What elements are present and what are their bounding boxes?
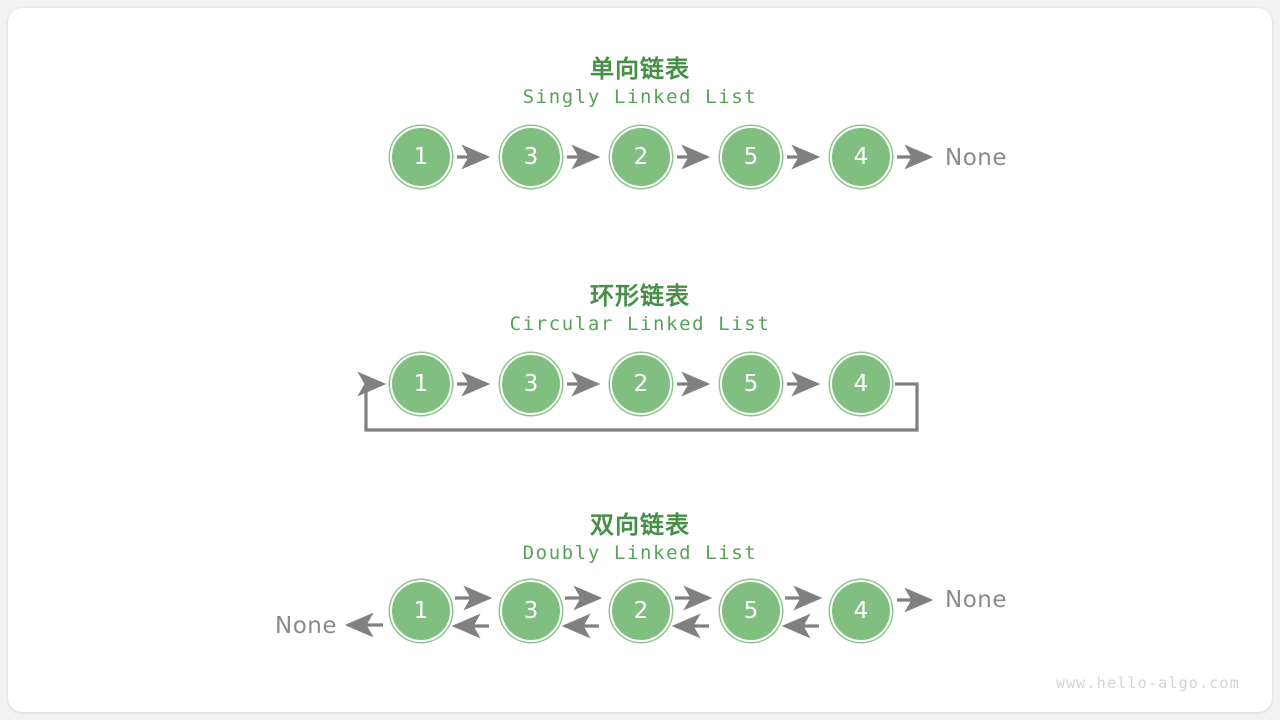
list-item[interactable]: 3 <box>500 126 562 188</box>
list-item[interactable]: 5 <box>720 353 782 415</box>
list-item[interactable]: 5 <box>720 126 782 188</box>
circular-connectors <box>357 371 919 432</box>
singly-title: 单向链表 <box>590 55 690 83</box>
list-item[interactable]: 4 <box>830 353 892 415</box>
circular-title: 环形链表 <box>590 282 690 310</box>
singly-subtitle: Singly Linked List <box>522 86 758 108</box>
list-item[interactable]: 4 <box>830 126 892 188</box>
list-item[interactable]: 3 <box>500 580 562 642</box>
doubly-head-none-label: None <box>275 613 338 639</box>
circular-subtitle: Circular Linked List <box>509 313 771 335</box>
doubly-subtitle: Doubly Linked List <box>522 542 758 564</box>
list-item[interactable]: 2 <box>610 580 672 642</box>
doubly-title: 双向链表 <box>590 511 690 539</box>
doubly-connectors <box>344 585 934 639</box>
list-item[interactable]: 1 <box>390 126 452 188</box>
list-item[interactable]: 2 <box>610 126 672 188</box>
list-item[interactable]: 4 <box>830 580 892 642</box>
watermark: www.hello-algo.com <box>1055 674 1240 692</box>
list-item[interactable]: 5 <box>720 580 782 642</box>
list-item[interactable]: 2 <box>610 353 672 415</box>
doubly-tail-none-label: None <box>945 587 1008 613</box>
list-item[interactable]: 1 <box>390 353 452 415</box>
singly-tail-none-label: None <box>945 145 1008 171</box>
list-item[interactable]: 3 <box>500 353 562 415</box>
list-item[interactable]: 1 <box>390 580 452 642</box>
